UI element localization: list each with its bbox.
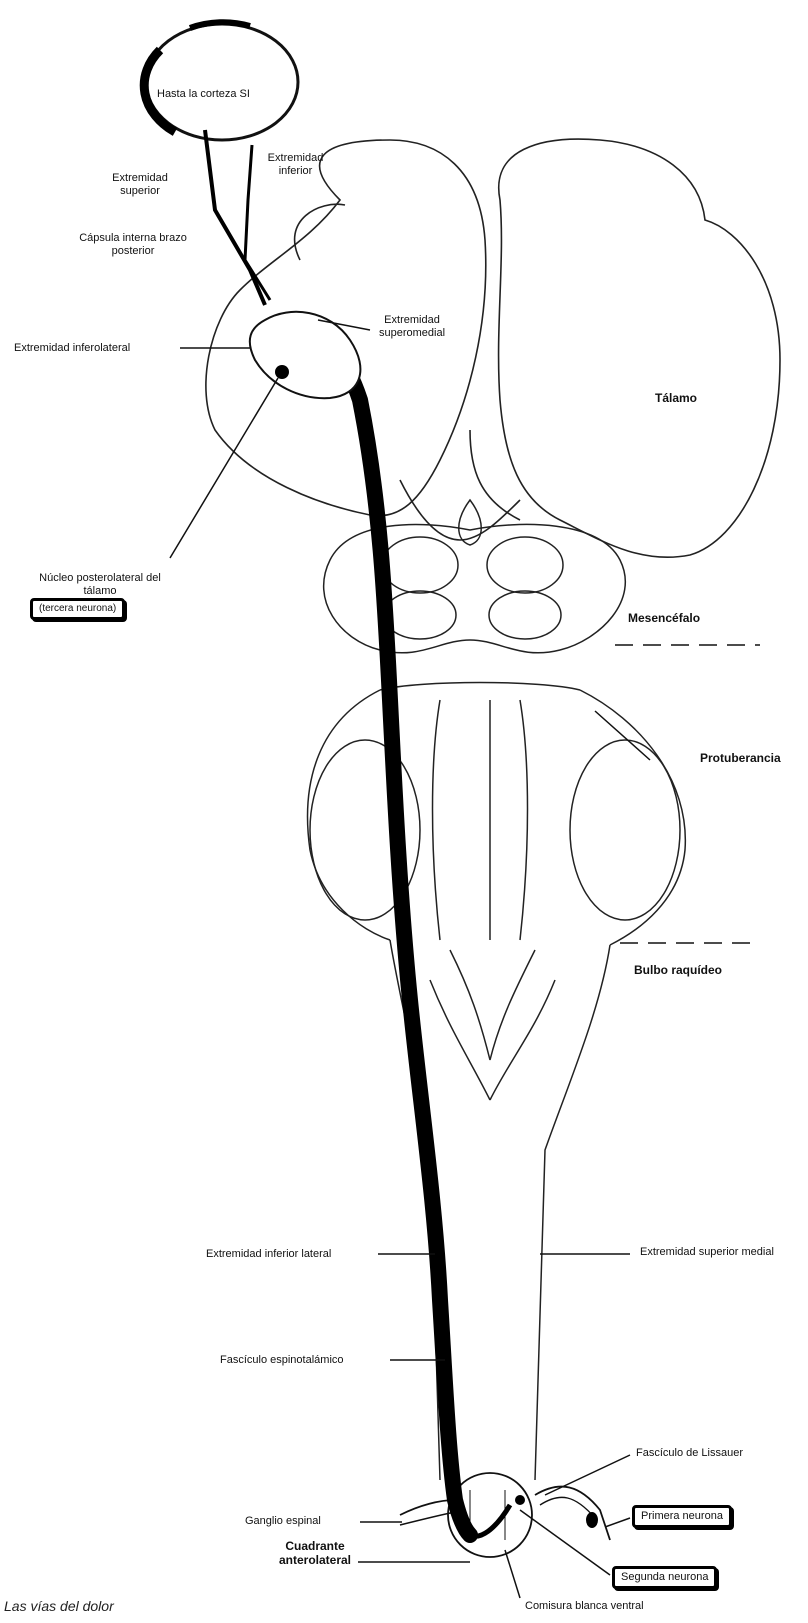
label-lissauer: Fascículo de Lissauer [636, 1447, 743, 1460]
label-lower-limb: Extremidad inferior [258, 152, 333, 177]
label-ventral-commissure: Comisura blanca ventral [525, 1600, 644, 1613]
label-superomedial: Extremidad superomedial [372, 314, 452, 339]
label-upper-limb-medial: Extremidad superior medial [640, 1246, 780, 1259]
label-medulla: Bulbo raquídeo [634, 964, 722, 978]
label-second-neuron: Segunda neurona [612, 1566, 717, 1589]
label-third-neuron: (tercera neurona) [30, 598, 125, 620]
figure-caption: Las vías del dolor [4, 1598, 114, 1614]
pons-outline [308, 683, 686, 946]
cortex-oval [144, 22, 298, 140]
medulla-spinal-outline [390, 940, 610, 1480]
label-thalamus: Tálamo [655, 392, 697, 406]
label-inferolateral: Extremidad inferolateral [14, 342, 130, 355]
label-internal-capsule: Cápsula interna brazo posterior [78, 232, 188, 257]
label-midbrain: Mesencéfalo [628, 612, 700, 626]
midbrain-outline [324, 500, 626, 653]
label-upper-limb: Extremidad superior [100, 172, 180, 197]
label-thalamic-nucleus: Núcleo posterolateral del tálamo [30, 572, 170, 597]
label-spinothalamic: Fascículo espinotalámico [220, 1354, 344, 1367]
label-anterolateral: Cuadrante anterolateral [275, 1540, 355, 1568]
label-lower-limb-lateral: Extremidad inferior lateral [206, 1248, 331, 1261]
label-spinal-ganglion: Ganglio espinal [245, 1515, 321, 1528]
label-first-neuron: Primera neurona [632, 1505, 732, 1528]
label-cortex: Hasta la corteza SI [157, 88, 250, 101]
label-pons: Protuberancia [700, 752, 781, 766]
leader-lines [170, 320, 760, 1598]
